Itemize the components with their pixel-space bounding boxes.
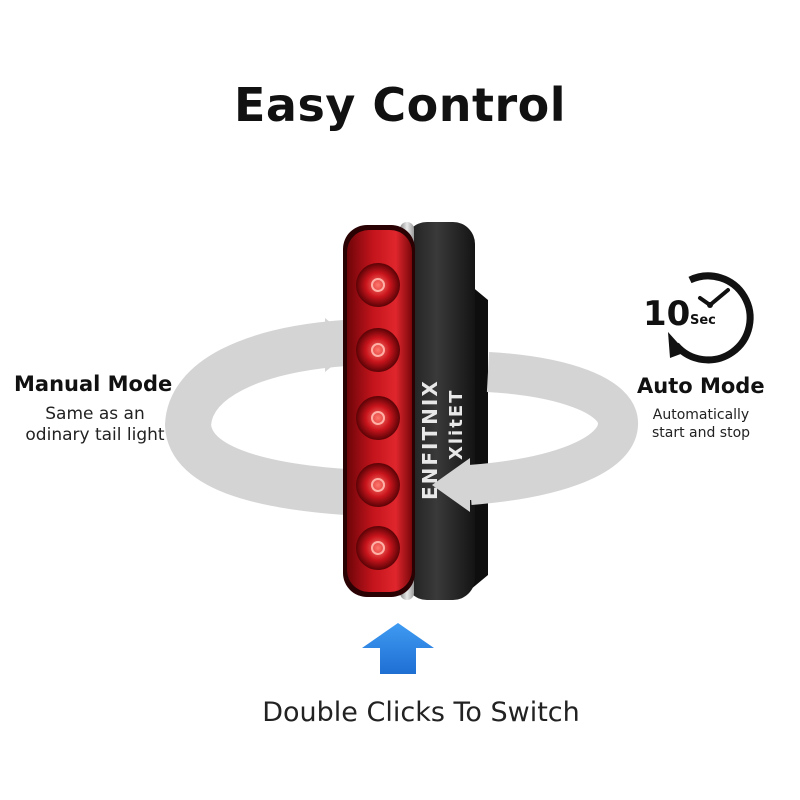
manual-mode-title: Manual Mode xyxy=(14,372,173,396)
timer-value: 10 xyxy=(643,294,690,334)
manual-mode-description: Same as an odinary tail light xyxy=(14,404,176,447)
led-row xyxy=(356,263,400,570)
brand-text: ENFITNIX xyxy=(418,379,442,500)
tail-light-device: ENFITNIX XlitET xyxy=(343,222,488,600)
up-arrow-icon xyxy=(362,623,434,674)
switch-caption: Double Clicks To Switch xyxy=(262,697,580,728)
manual-desc-line1: Same as an xyxy=(45,404,145,424)
left-arrowhead xyxy=(325,318,358,372)
auto-desc-line1: Automatically xyxy=(652,407,750,423)
page-title: Easy Control xyxy=(234,78,566,132)
timer-icon: 10 Sec xyxy=(643,272,754,364)
auto-desc-line2: start and stop xyxy=(651,424,751,441)
auto-mode-description: Automatically start and stop xyxy=(636,407,766,442)
model-text: XlitET xyxy=(446,389,467,460)
right-arrowhead xyxy=(432,458,470,512)
timer-unit: Sec xyxy=(690,313,716,328)
auto-mode-title: Auto Mode xyxy=(637,374,765,398)
manual-desc-line2: odinary tail light xyxy=(25,425,165,446)
rotation-ring-front xyxy=(432,352,638,512)
rotation-ring-back xyxy=(164,318,386,517)
